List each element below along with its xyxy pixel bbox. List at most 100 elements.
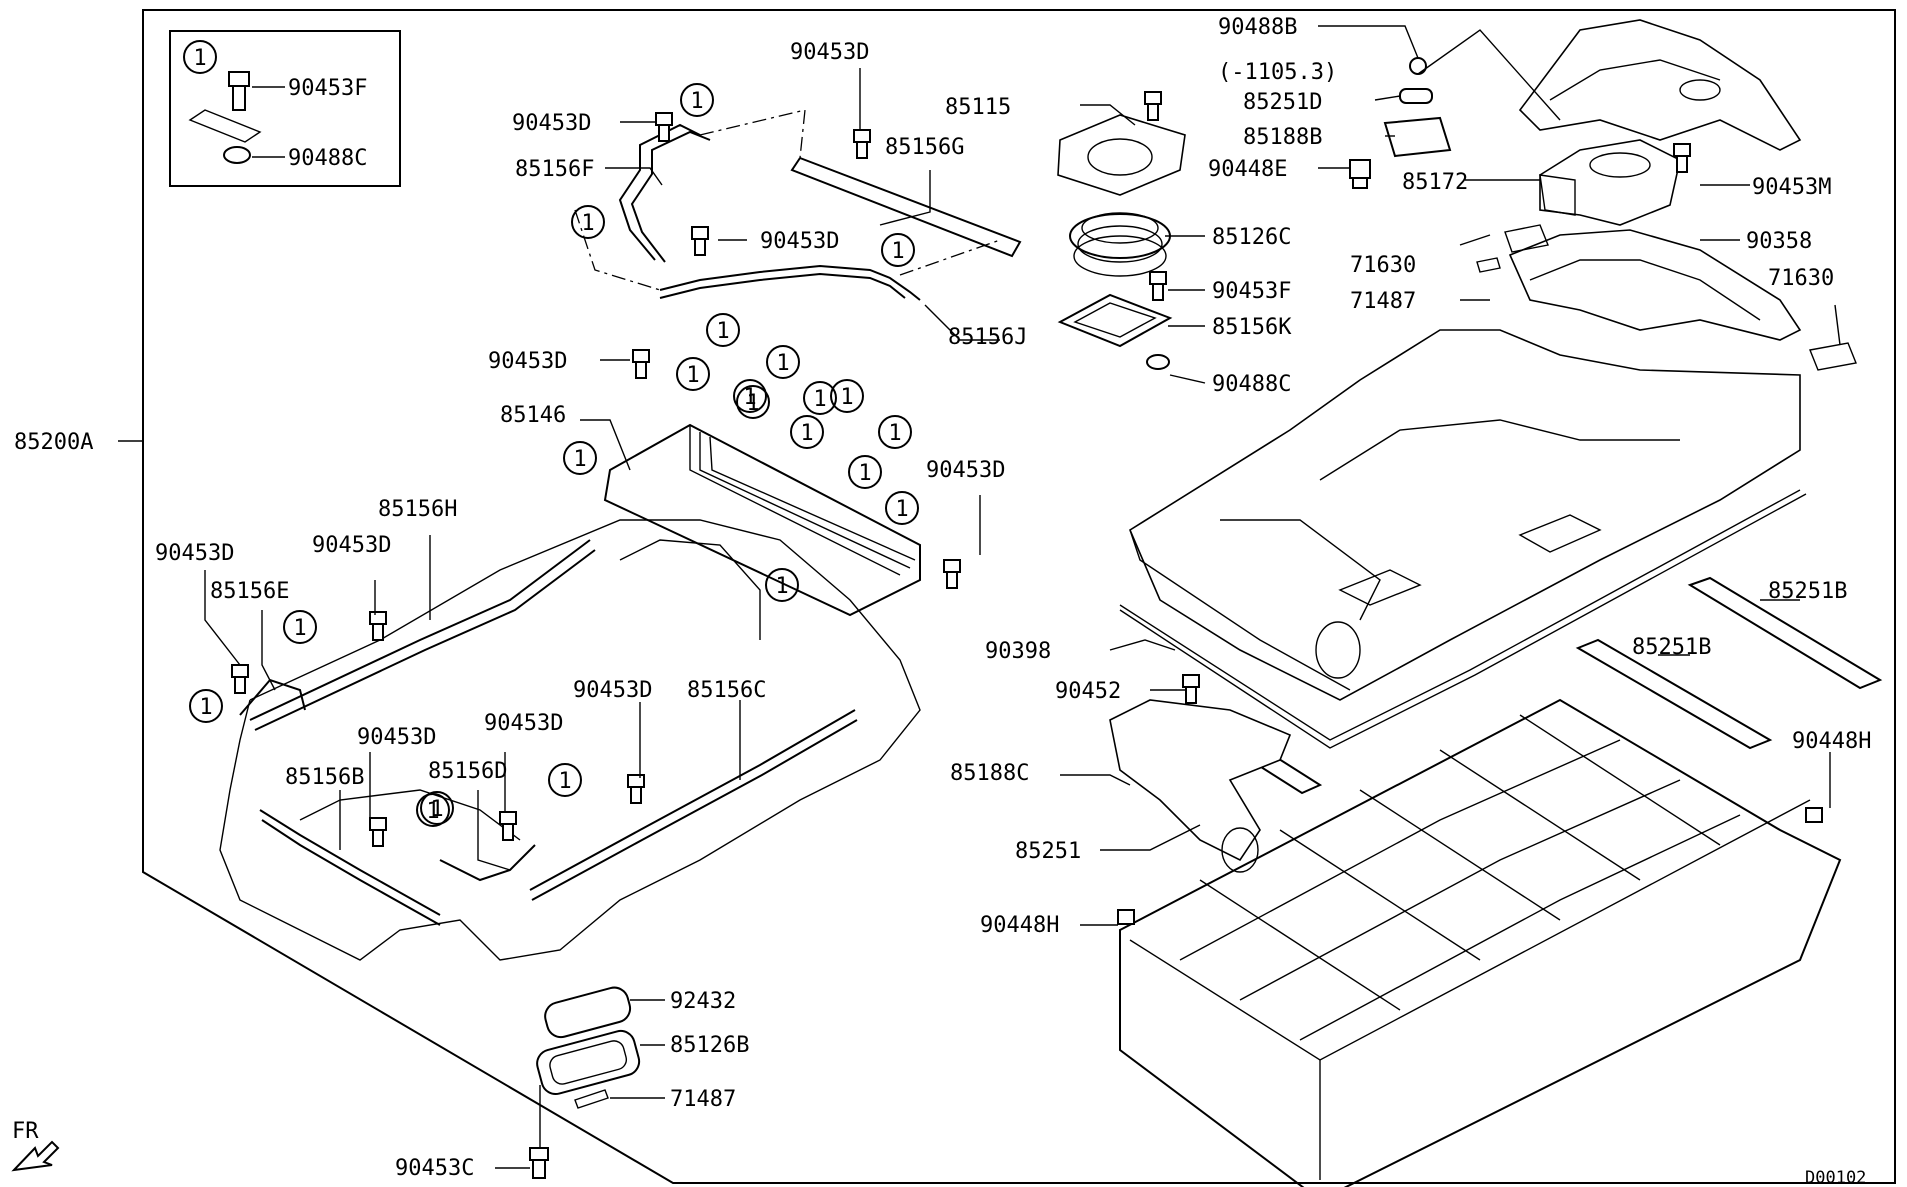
nut-90448e-icon xyxy=(1349,159,1371,189)
ref-marker: 1 xyxy=(680,83,714,117)
leader-lines xyxy=(204,25,1841,1169)
ref-marker: 1 xyxy=(571,205,605,239)
callout-label: 85126C xyxy=(1212,225,1291,250)
inset-label-1: 90488C xyxy=(288,146,367,171)
label-71630-icon xyxy=(1504,224,1549,253)
ref-marker: 1 xyxy=(416,793,450,827)
nut-90488c-icon xyxy=(1146,354,1170,370)
battery-cover-upper xyxy=(1128,329,1801,701)
duct-85115 xyxy=(1057,114,1186,196)
ref-marker-text: 1 xyxy=(686,363,699,388)
ref-marker: 1 xyxy=(706,313,740,347)
svg-text:1: 1 xyxy=(193,46,206,71)
inset-ref-marker: 1 xyxy=(183,40,217,74)
inset-label-0: 90453F xyxy=(288,76,367,101)
callout-label: 71487 xyxy=(1350,289,1416,314)
bracket-85156f xyxy=(618,123,711,263)
callout-label: 92432 xyxy=(670,989,736,1014)
ref-marker-text: 1 xyxy=(426,799,439,824)
callout-label: 85156H xyxy=(378,497,457,522)
callout-label: 85251 xyxy=(1015,839,1081,864)
callout-label: 90453D xyxy=(484,711,563,736)
callout-label: 90453D xyxy=(760,229,839,254)
bolt-icon xyxy=(1673,143,1691,173)
ref-marker-text: 1 xyxy=(199,695,212,720)
callout-label: 90453D xyxy=(926,458,1005,483)
callout-label: 71630 xyxy=(1350,253,1416,278)
label-71487-icon xyxy=(1476,257,1501,273)
nut-90448h-icon xyxy=(1805,807,1823,823)
date-note: (-1105.3) xyxy=(1218,60,1337,85)
bolt-icon xyxy=(943,559,961,589)
ref-marker: 1 xyxy=(881,233,915,267)
ref-marker-text: 1 xyxy=(743,385,756,410)
duct-85172 xyxy=(1539,139,1681,226)
gasket-92432 xyxy=(544,986,632,1039)
callout-label: 85156C xyxy=(687,678,766,703)
ref-marker-text: 1 xyxy=(858,461,871,486)
callout-label: 90358 xyxy=(1746,229,1812,254)
label-71630-icon xyxy=(1809,342,1857,371)
inset-bracket-icon xyxy=(188,109,262,143)
callout-label: 85115 xyxy=(945,95,1011,120)
callout-label: 90453F xyxy=(1212,279,1291,304)
nut-90448h-icon xyxy=(1117,909,1135,925)
callout-label: 90453D xyxy=(312,533,391,558)
callout-label: 90398 xyxy=(985,639,1051,664)
spacer-85251b-icon xyxy=(1687,576,1883,690)
callout-label: 90448H xyxy=(1792,729,1871,754)
ref-marker-text: 1 xyxy=(895,497,908,522)
bellows-85126c xyxy=(1069,212,1171,277)
callout-label: 90448E xyxy=(1208,157,1287,182)
callout-label: 85146 xyxy=(500,403,566,428)
bolt-icon xyxy=(369,611,387,641)
ref-marker-text: 1 xyxy=(800,421,813,446)
cover-90358 xyxy=(1508,229,1802,341)
bolt-icon xyxy=(231,664,249,694)
ref-marker: 1 xyxy=(563,441,597,475)
bolt-icon xyxy=(853,129,871,159)
callout-label: 85126B xyxy=(670,1033,749,1058)
clip-85251d-icon xyxy=(1399,88,1433,104)
bolt-90453c-icon xyxy=(529,1147,549,1179)
leader-dash xyxy=(699,109,806,159)
ref-marker: 1 xyxy=(420,791,454,825)
callout-label: 85156D xyxy=(428,759,507,784)
ref-marker: 1 xyxy=(548,763,582,797)
bolt-icon xyxy=(632,349,650,379)
ref-marker-text: 1 xyxy=(891,239,904,264)
callout-label: 85156K xyxy=(1212,315,1292,340)
leader-dash xyxy=(899,239,1001,276)
callout-label: 85156J xyxy=(948,325,1027,350)
inset-box xyxy=(169,30,401,187)
callout-label: 90452 xyxy=(1055,679,1121,704)
ref-marker: 1 xyxy=(283,610,317,644)
front-label: FR xyxy=(12,1119,39,1144)
callout-label: 90453C xyxy=(395,1156,474,1181)
gasket-90398 xyxy=(1119,489,1807,749)
cover-upper-85172 xyxy=(1518,19,1802,151)
callout-label: 85156B xyxy=(285,765,364,790)
ref-marker-text: 1 xyxy=(888,421,901,446)
bolt-icon xyxy=(1149,271,1167,301)
callout-label: 90488B xyxy=(1218,15,1297,40)
callout-label: 90488C xyxy=(1212,372,1291,397)
bolt-icon xyxy=(655,112,673,142)
callout-label: 90453D xyxy=(790,40,869,65)
label-71487-icon xyxy=(574,1089,609,1109)
ref-marker-text: 1 xyxy=(776,351,789,376)
ref-marker-text: 1 xyxy=(840,385,853,410)
ref-marker-text: 1 xyxy=(813,387,826,412)
inset-washer-icon xyxy=(223,146,251,164)
ref-marker-text: 1 xyxy=(293,616,306,641)
callout-label: 85251B xyxy=(1632,635,1711,660)
ref-marker: 1 xyxy=(803,381,837,415)
ref-marker-text: 1 xyxy=(558,769,571,794)
bolt-icon xyxy=(627,774,645,804)
callout-label: 90453D xyxy=(488,349,567,374)
bolt-icon xyxy=(1144,91,1162,121)
callout-label: 85156E xyxy=(210,579,289,604)
callout-label: 85156G xyxy=(885,135,964,160)
callout-label: 90453D xyxy=(512,111,591,136)
